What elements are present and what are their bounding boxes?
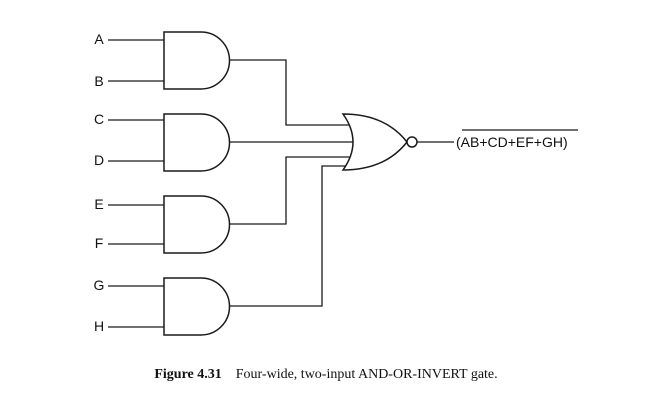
and-gate-4 — [163, 277, 231, 336]
figure-caption: Figure 4.31 Four-wide, two-input AND-OR-I… — [0, 367, 652, 383]
input-label-c: C — [94, 111, 104, 127]
output-label: (AB+CD+EF+GH) — [456, 134, 568, 150]
wire-and4-to-nor — [229, 165, 350, 307]
nor-gate — [341, 113, 408, 171]
input-label-d: D — [94, 152, 104, 168]
wire-and3-to-nor — [229, 156, 354, 225]
wire-and1-to-nor — [229, 59, 352, 126]
nor-inversion-bubble — [406, 136, 418, 148]
and-gate-3 — [163, 195, 231, 254]
and-gate-2 — [163, 113, 231, 172]
input-label-h: H — [94, 318, 104, 334]
input-label-g: G — [94, 277, 105, 293]
input-label-f: F — [95, 235, 104, 251]
input-label-a: A — [94, 31, 104, 47]
input-label-b: B — [94, 73, 103, 89]
caption-text: Four-wide, two-input AND-OR-INVERT gate. — [235, 367, 498, 382]
figure-number: Figure 4.31 — [154, 367, 222, 382]
and-gate-1 — [163, 31, 231, 90]
input-label-e: E — [94, 196, 103, 212]
